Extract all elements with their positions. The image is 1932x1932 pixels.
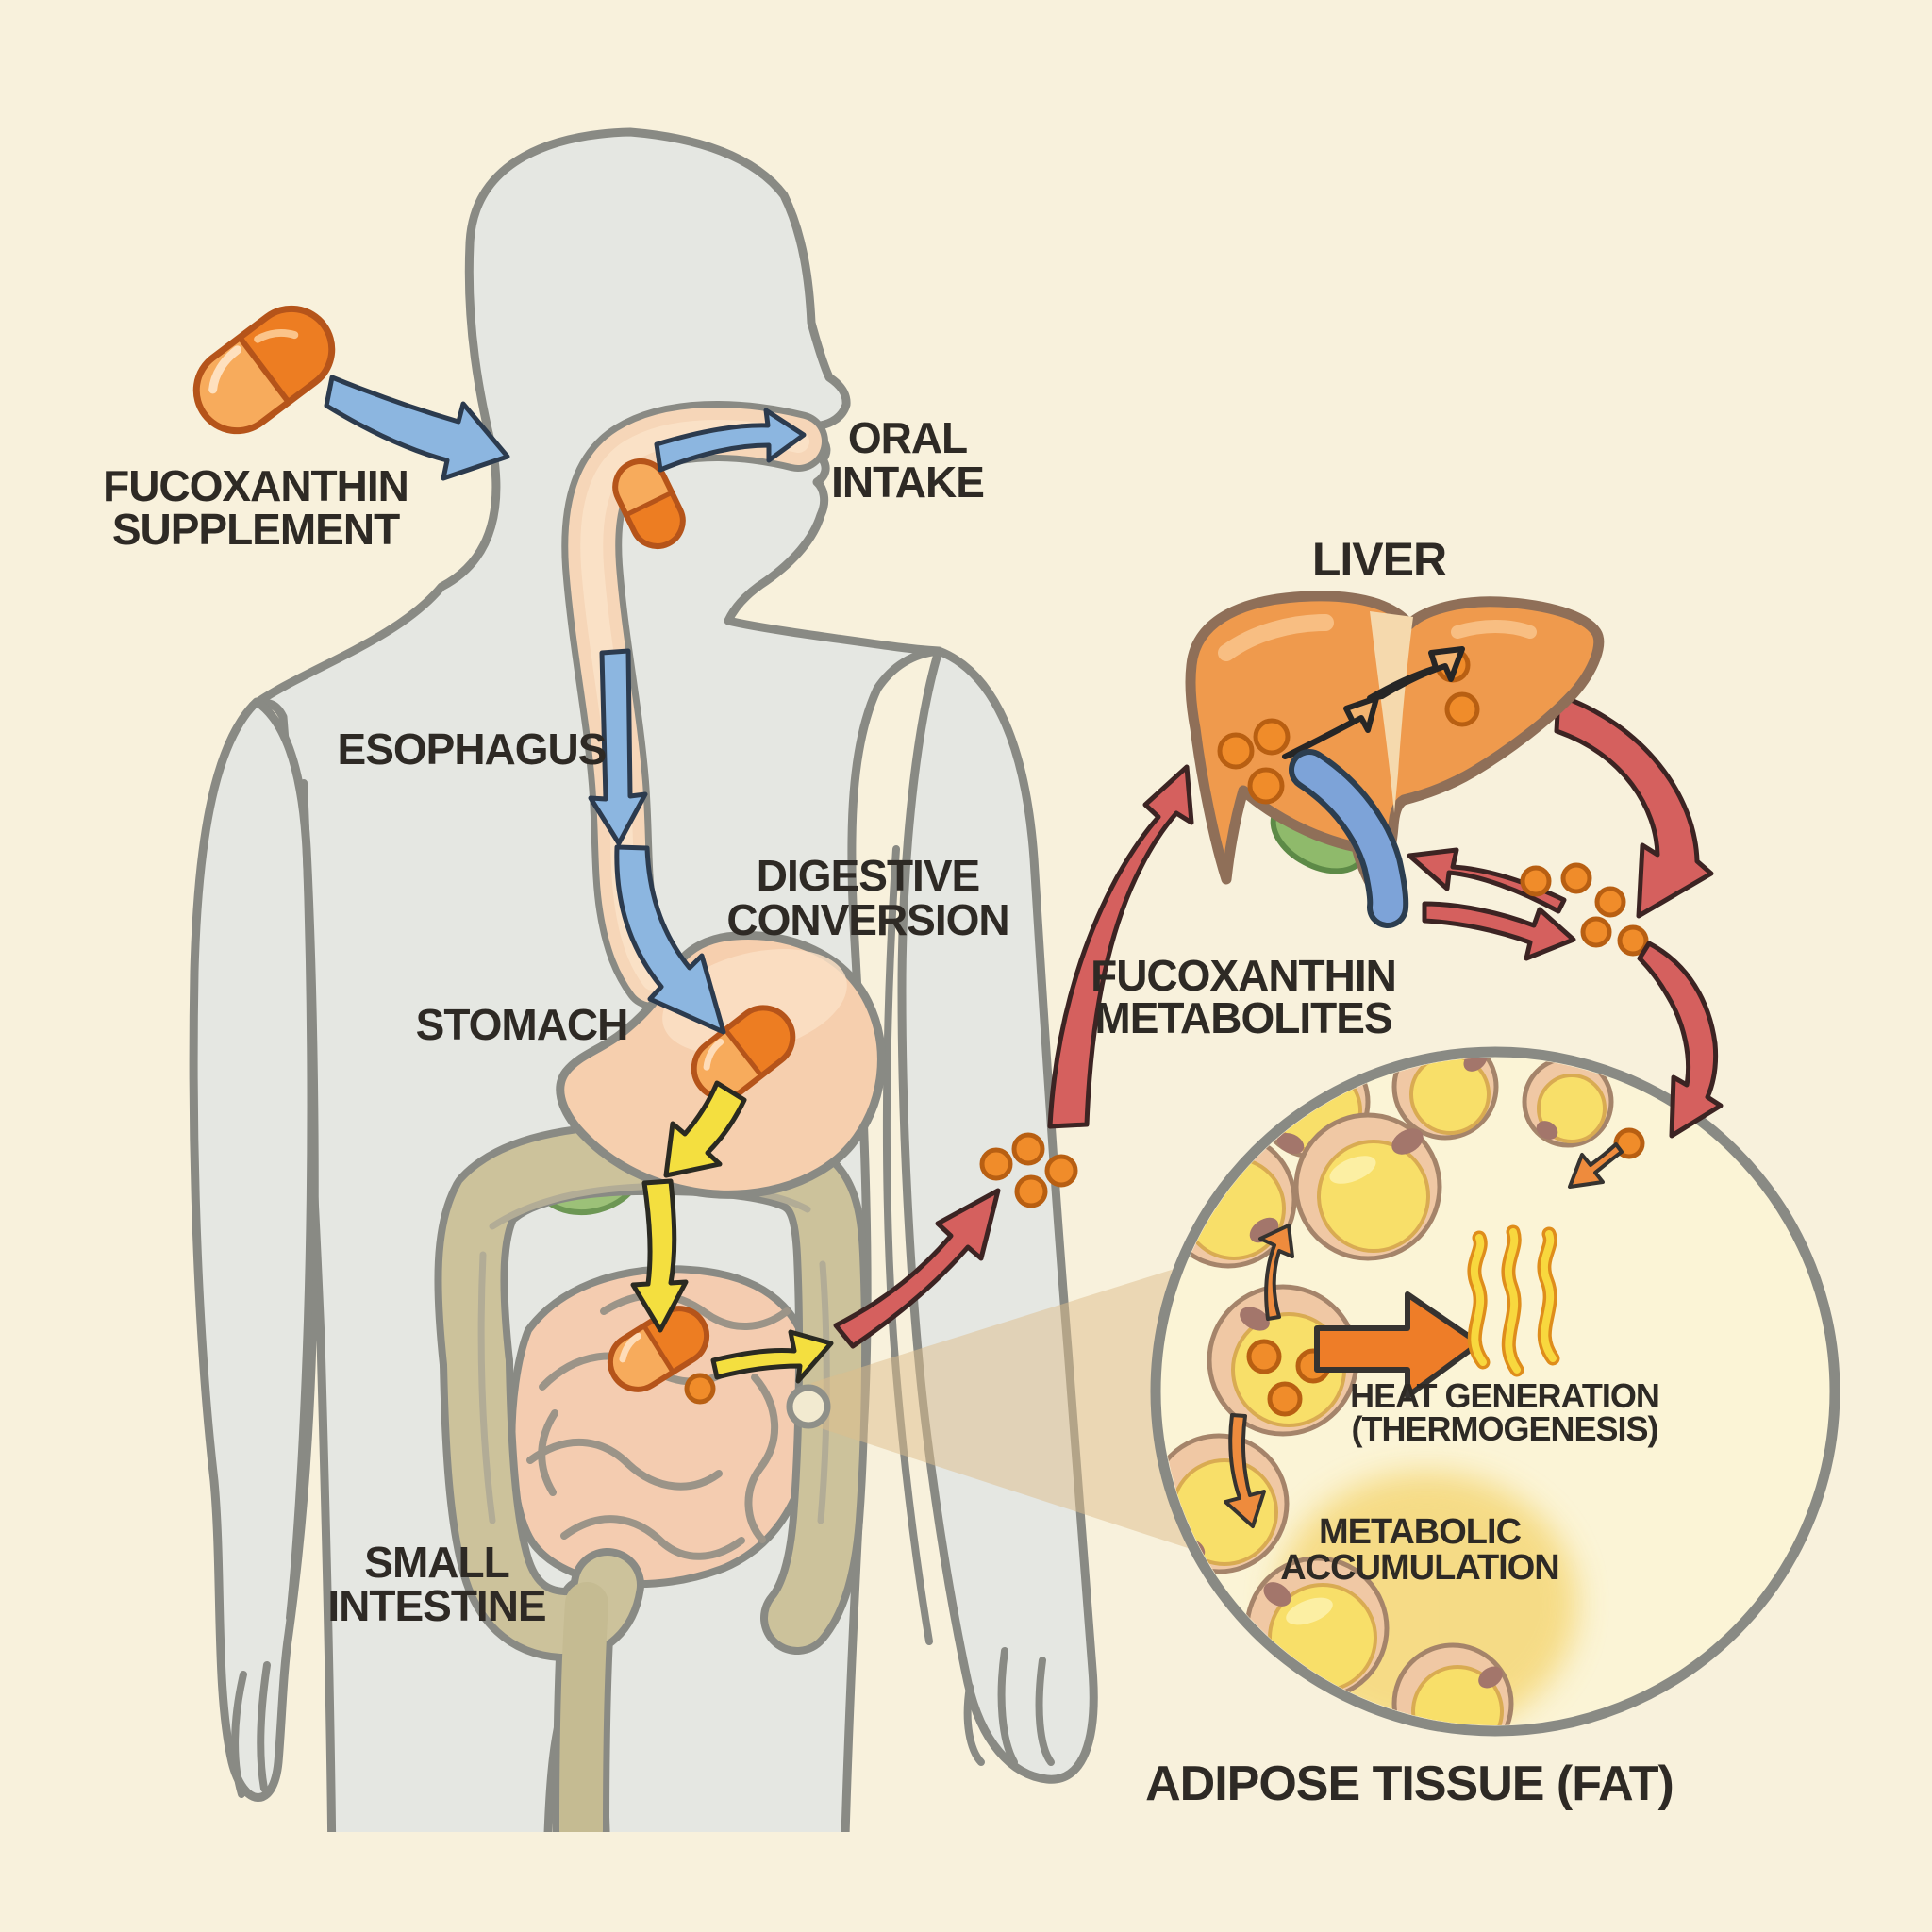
capsule-in-esophagus-icon (612, 458, 686, 549)
label-esophagus: ESOPHAGUS (338, 724, 607, 774)
label-metabolites-line1: FUCOXANTHIN (1091, 951, 1396, 1000)
arrow-capsule-to-mouth (324, 375, 510, 481)
label-digestive-line1: DIGESTIVE (757, 851, 979, 900)
arrow-liver-out (1554, 692, 1714, 919)
label-supplement-line2: SUPPLEMENT (112, 505, 400, 554)
liver-process-arrow-2 (1367, 646, 1465, 701)
metabolite-dots-cluster-left (979, 1132, 1078, 1208)
arrow-entering-cell (1568, 1142, 1624, 1189)
digestive-conversion-arrows (630, 1080, 834, 1384)
arrow-cell-up (1258, 1224, 1294, 1321)
arrow-blood-to-adipose (1637, 941, 1724, 1139)
label-metabolic-line1: METABOLIC (1319, 1512, 1522, 1552)
arrow-thermogenesis (1314, 1291, 1482, 1399)
arrow-stomach-to-duodenum (663, 1080, 747, 1178)
adipose-tissue-zoom-circle (1150, 1046, 1840, 1737)
falciform-ligament (1370, 611, 1413, 813)
arrow-exchange-to-liver (1407, 847, 1567, 914)
metabolite-dots-in-cell (1246, 1339, 1331, 1417)
capsule-in-stomach-icon (691, 1005, 796, 1101)
label-supplement-line1: FUCOXANTHIN (103, 461, 408, 510)
right-hand-finger-lines (963, 1647, 1055, 1766)
left-hand-finger-lines (231, 1661, 271, 1798)
capsule-supplement-icon (192, 305, 336, 435)
label-small-intestine-line2: INTESTINE (327, 1581, 545, 1630)
arrow-esophagus-down (588, 648, 648, 846)
arrow-cell-down (1224, 1413, 1266, 1528)
label-adipose: ADIPOSE TISSUE (FAT) (1145, 1757, 1674, 1811)
liver-process-arrow-1 (1282, 695, 1379, 759)
arrow-exchange-to-blood (1422, 901, 1576, 961)
zoom-origin-dot (786, 1384, 831, 1429)
label-stomach: STOMACH (416, 1000, 628, 1049)
labels: FUCOXANTHIN SUPPLEMENT ORAL INTAKE ESOPH… (103, 413, 1674, 1811)
bottom-strip (0, 1832, 1932, 1932)
label-metabolic-line2: ACCUMULATION (1280, 1548, 1558, 1588)
arrow-into-stomach (614, 844, 726, 1035)
heat-waves-icon (1467, 1224, 1560, 1377)
arrow-to-small-intestine (630, 1178, 689, 1333)
oral-intake-path-arrows (324, 375, 807, 1035)
metabolite-dots-cluster-liver (1520, 862, 1649, 957)
metabolite-transport-arrows (833, 692, 1714, 1349)
label-metabolites-line2: METABOLITES (1094, 993, 1391, 1042)
arrow-absorption (710, 1329, 834, 1384)
label-heat-line1: HEAT GENERATION (1350, 1376, 1659, 1415)
label-small-intestine-line1: SMALL (364, 1538, 508, 1587)
label-oral-line1: ORAL (848, 413, 967, 462)
label-digestive-line2: CONVERSION (726, 895, 1008, 944)
label-heat-line2: (THERMOGENESIS) (1351, 1409, 1657, 1448)
label-liver: LIVER (1312, 533, 1447, 586)
arrow-to-liver (1047, 764, 1194, 1129)
arrow-into-mouth (654, 408, 807, 473)
label-oral-line2: INTAKE (831, 458, 984, 507)
metabolite-dot (684, 1373, 716, 1405)
arrow-intestine-to-blood (833, 1188, 1001, 1349)
liver-illustration (1185, 591, 1605, 928)
